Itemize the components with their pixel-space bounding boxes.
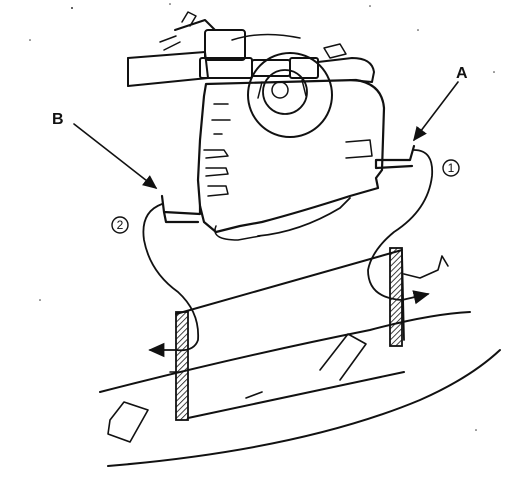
trim-piece (107, 401, 149, 443)
actuator-housing (196, 52, 386, 241)
scan-speckles (29, 3, 495, 431)
release-path-1 (367, 149, 434, 305)
release-path-2 (142, 203, 200, 358)
leader-a (413, 81, 459, 142)
step-1-circle (442, 159, 460, 177)
callout-label-b: B (52, 111, 64, 128)
retaining-clip-a (374, 144, 416, 170)
right-bracket-hatched (389, 247, 403, 347)
wire-end (403, 255, 449, 279)
wire-harness-connector (127, 11, 375, 87)
retaining-clip-b (160, 194, 202, 224)
leader-b (73, 123, 158, 189)
step-1-label: 1 (448, 161, 455, 175)
door-skin (99, 311, 501, 467)
step-2-circle (111, 216, 129, 234)
door-panel (107, 247, 449, 443)
step-2-label: 2 (117, 218, 124, 232)
left-bracket-hatched (175, 311, 189, 421)
callout-label-a: A (456, 65, 468, 82)
